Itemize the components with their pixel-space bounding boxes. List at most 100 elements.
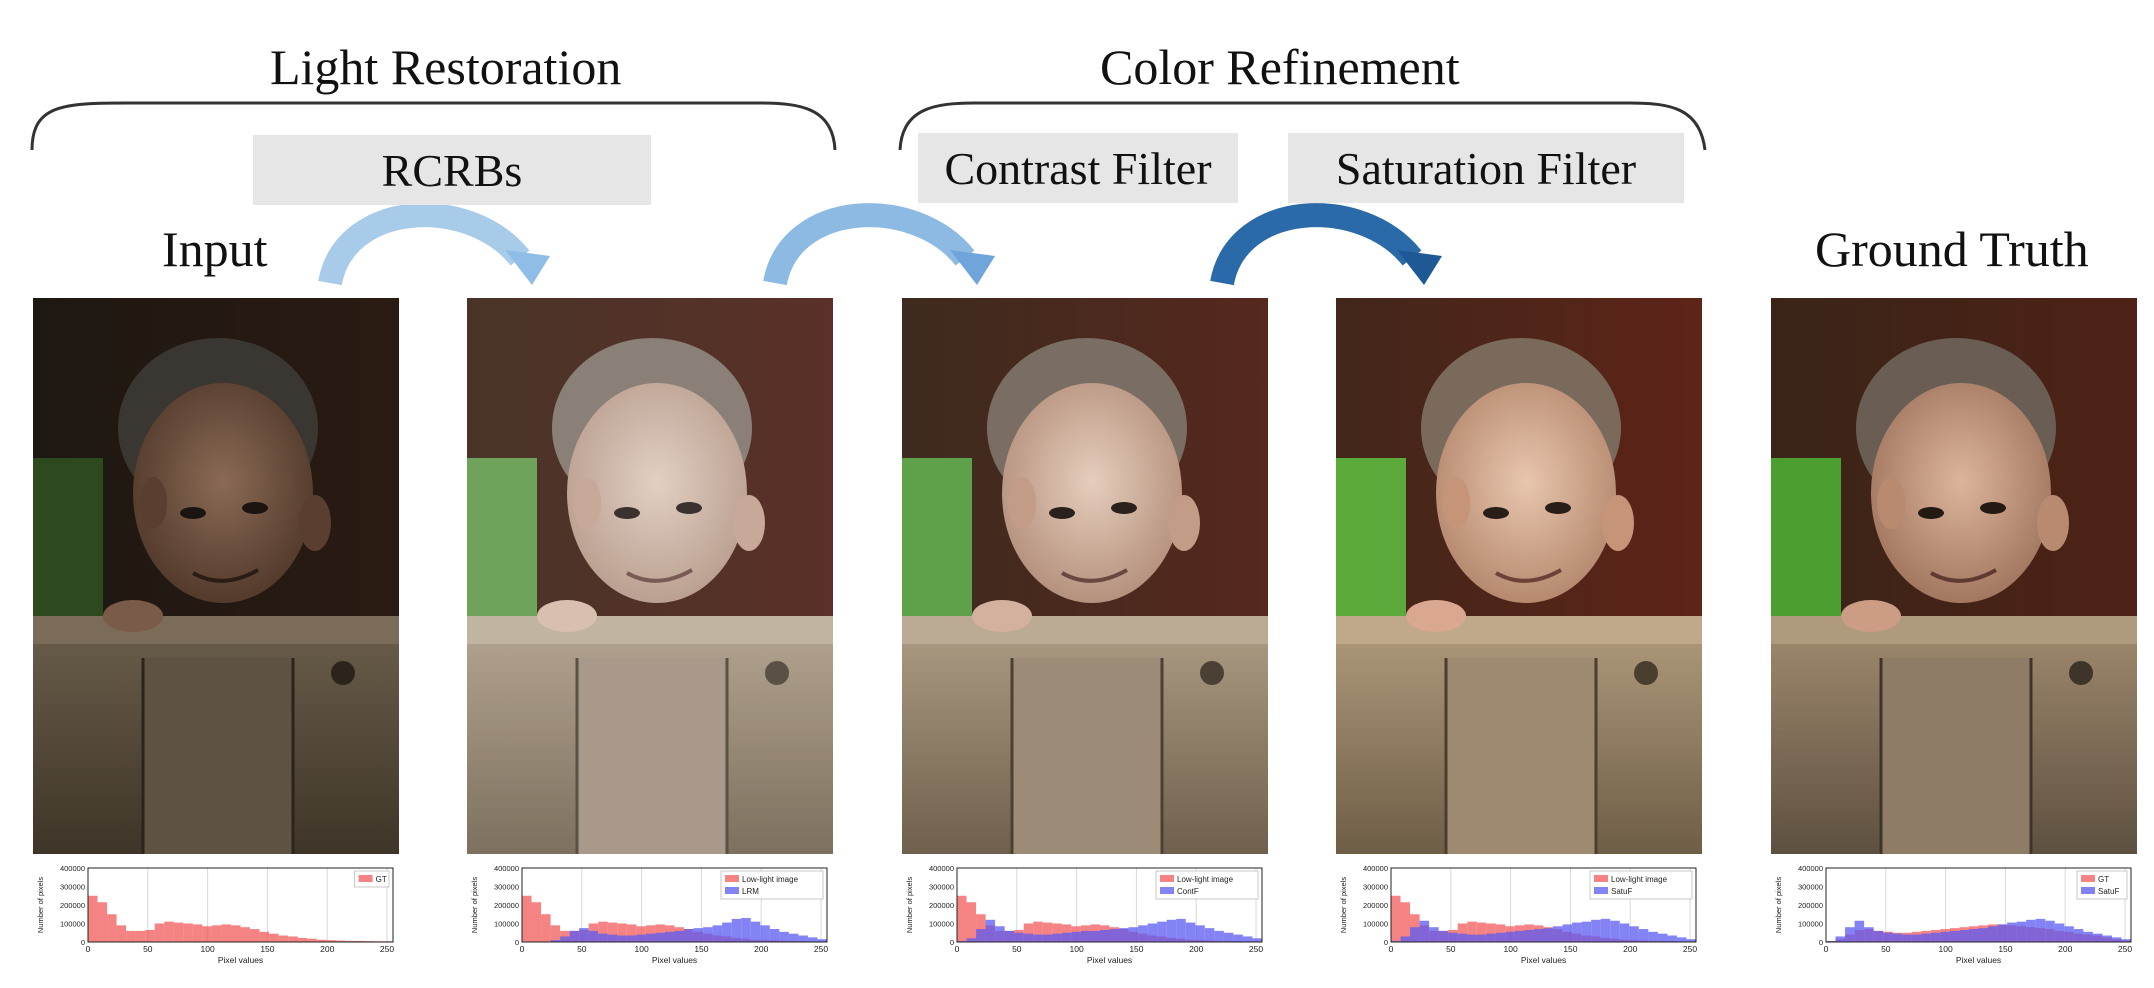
- histogram-bar-series2: [2035, 918, 2046, 942]
- histogram-bar-series2: [1864, 927, 1874, 942]
- histogram-bar-series2: [1457, 933, 1468, 942]
- histogram-bar-series1: [88, 895, 98, 942]
- histogram-bar-series2: [1835, 936, 1846, 942]
- histogram-bar-series2: [1138, 925, 1148, 942]
- legend-label: Low-light image: [1611, 875, 1668, 884]
- histogram-bar-series2: [1997, 924, 2008, 942]
- histogram-bar-series1: [1042, 922, 1053, 942]
- y-tick-label: 100000: [929, 920, 954, 929]
- histogram-bar-series1: [240, 927, 251, 942]
- histogram-bar-series1: [250, 929, 260, 942]
- histogram-bar-series2: [722, 922, 732, 942]
- histogram-bar-series2: [1911, 934, 1922, 942]
- x-tick-label: 0: [955, 944, 960, 954]
- histogram-bar-series1: [126, 930, 136, 942]
- histogram-bar-series1: [192, 924, 203, 942]
- histogram-bar-series1: [541, 914, 551, 942]
- arrow-input-to-rcrbs: [318, 203, 550, 286]
- histogram-bar-series2: [1581, 921, 1592, 942]
- histogram-bar-series2: [1638, 929, 1649, 942]
- histogram-bar-series2: [1988, 926, 1998, 942]
- x-axis-label: Pixel values: [1521, 955, 1566, 965]
- histogram-bar-series1: [1400, 902, 1411, 942]
- histogram-bar-series1: [626, 924, 637, 942]
- histogram-bar-series2: [1968, 929, 1979, 942]
- histogram-bar-series2: [741, 917, 751, 942]
- y-tick-label: 100000: [1363, 920, 1388, 929]
- x-tick-label: 50: [143, 944, 153, 954]
- histogram-bar-series2: [1438, 930, 1449, 942]
- y-tick-label: 400000: [929, 864, 954, 873]
- histogram-bar-series2: [2092, 933, 2103, 942]
- x-tick-label: 250: [814, 944, 828, 954]
- histogram-bar-series2: [1147, 923, 1158, 942]
- histogram-bar-series2: [798, 935, 808, 942]
- histogram-bar-series1: [1457, 923, 1468, 942]
- histogram-bar-series2: [1610, 920, 1620, 942]
- color-refinement-title: Color Refinement: [1100, 39, 1460, 95]
- histogram-bar-series2: [731, 918, 742, 942]
- histogram-bar-series2: [607, 934, 618, 942]
- legend-label: GT: [2098, 875, 2109, 884]
- histogram-bar-series2: [985, 919, 996, 942]
- histogram-bar-series2: [2026, 919, 2036, 942]
- histogram-bar-series2: [1080, 930, 1091, 942]
- histogram-bar-series2: [750, 921, 761, 942]
- histogram-bar-series1: [278, 935, 289, 942]
- y-tick-label: 300000: [60, 883, 85, 892]
- x-tick-label: 50: [1881, 944, 1891, 954]
- histogram-bar-series2: [1252, 938, 1262, 942]
- histogram-bar-series1: [1476, 922, 1487, 942]
- histogram-bar-series1: [957, 895, 967, 942]
- histogram-bar-series1: [135, 930, 146, 942]
- histogram-bar-series2: [1514, 930, 1525, 942]
- histogram-bar-series2: [1648, 931, 1658, 942]
- histogram-bar-series2: [2016, 921, 2027, 942]
- x-tick-label: 200: [754, 944, 768, 954]
- histogram-bar-series2: [779, 931, 789, 942]
- x-tick-label: 50: [577, 944, 587, 954]
- plot-frame: [521, 867, 828, 943]
- histogram-bar-series2: [1410, 927, 1420, 942]
- x-tick-label: 100: [1070, 944, 1084, 954]
- histogram-bar-series1: [550, 925, 561, 942]
- histogram-bar-series2: [560, 936, 570, 942]
- histogram-bar-series2: [684, 929, 694, 942]
- color-refinement-bracket: [898, 101, 1707, 151]
- histogram-bar-series2: [1004, 930, 1015, 942]
- histogram-bar-series2: [1195, 925, 1205, 942]
- histogram-bar-series2: [1562, 924, 1573, 942]
- histogram-bar-series1: [97, 902, 108, 942]
- histogram-bar-series1: [1052, 923, 1062, 942]
- histogram-bar-series2: [1214, 930, 1224, 942]
- histogram-bar-series2: [1845, 927, 1855, 942]
- histogram-bar-series1: [617, 923, 627, 942]
- histogram-bar-series2: [1419, 920, 1430, 942]
- histogram-bar-series2: [1657, 933, 1668, 942]
- histogram-bar-series2: [1448, 932, 1458, 942]
- x-tick-label: 200: [1189, 944, 1203, 954]
- legend-swatch: [1160, 875, 1174, 882]
- histogram-bar-series2: [588, 930, 599, 942]
- legend-swatch: [1594, 887, 1608, 894]
- histogram-bar-series2: [1873, 930, 1884, 942]
- legend-swatch: [358, 875, 373, 882]
- y-tick-label: 200000: [1798, 901, 1823, 910]
- histogram-bar-series2: [1940, 931, 1950, 942]
- histogram-bar-series2: [1959, 929, 1969, 942]
- histogram-bar-series1: [607, 922, 618, 942]
- histogram-bar-series2: [1524, 929, 1534, 942]
- histogram-bar-series1: [636, 926, 646, 942]
- histogram-bar-series1: [297, 937, 308, 942]
- histogram-bar-series2: [769, 929, 780, 942]
- input-photo: [33, 298, 399, 854]
- legend-swatch: [1160, 887, 1174, 894]
- histogram-bar-series1: [259, 931, 270, 942]
- legend-swatch: [725, 887, 739, 894]
- histogram-bar-series2: [1166, 919, 1177, 942]
- histogram-bar-series1: [522, 895, 532, 942]
- plot-frame: [87, 867, 394, 943]
- y-tick-label: 200000: [1363, 901, 1388, 910]
